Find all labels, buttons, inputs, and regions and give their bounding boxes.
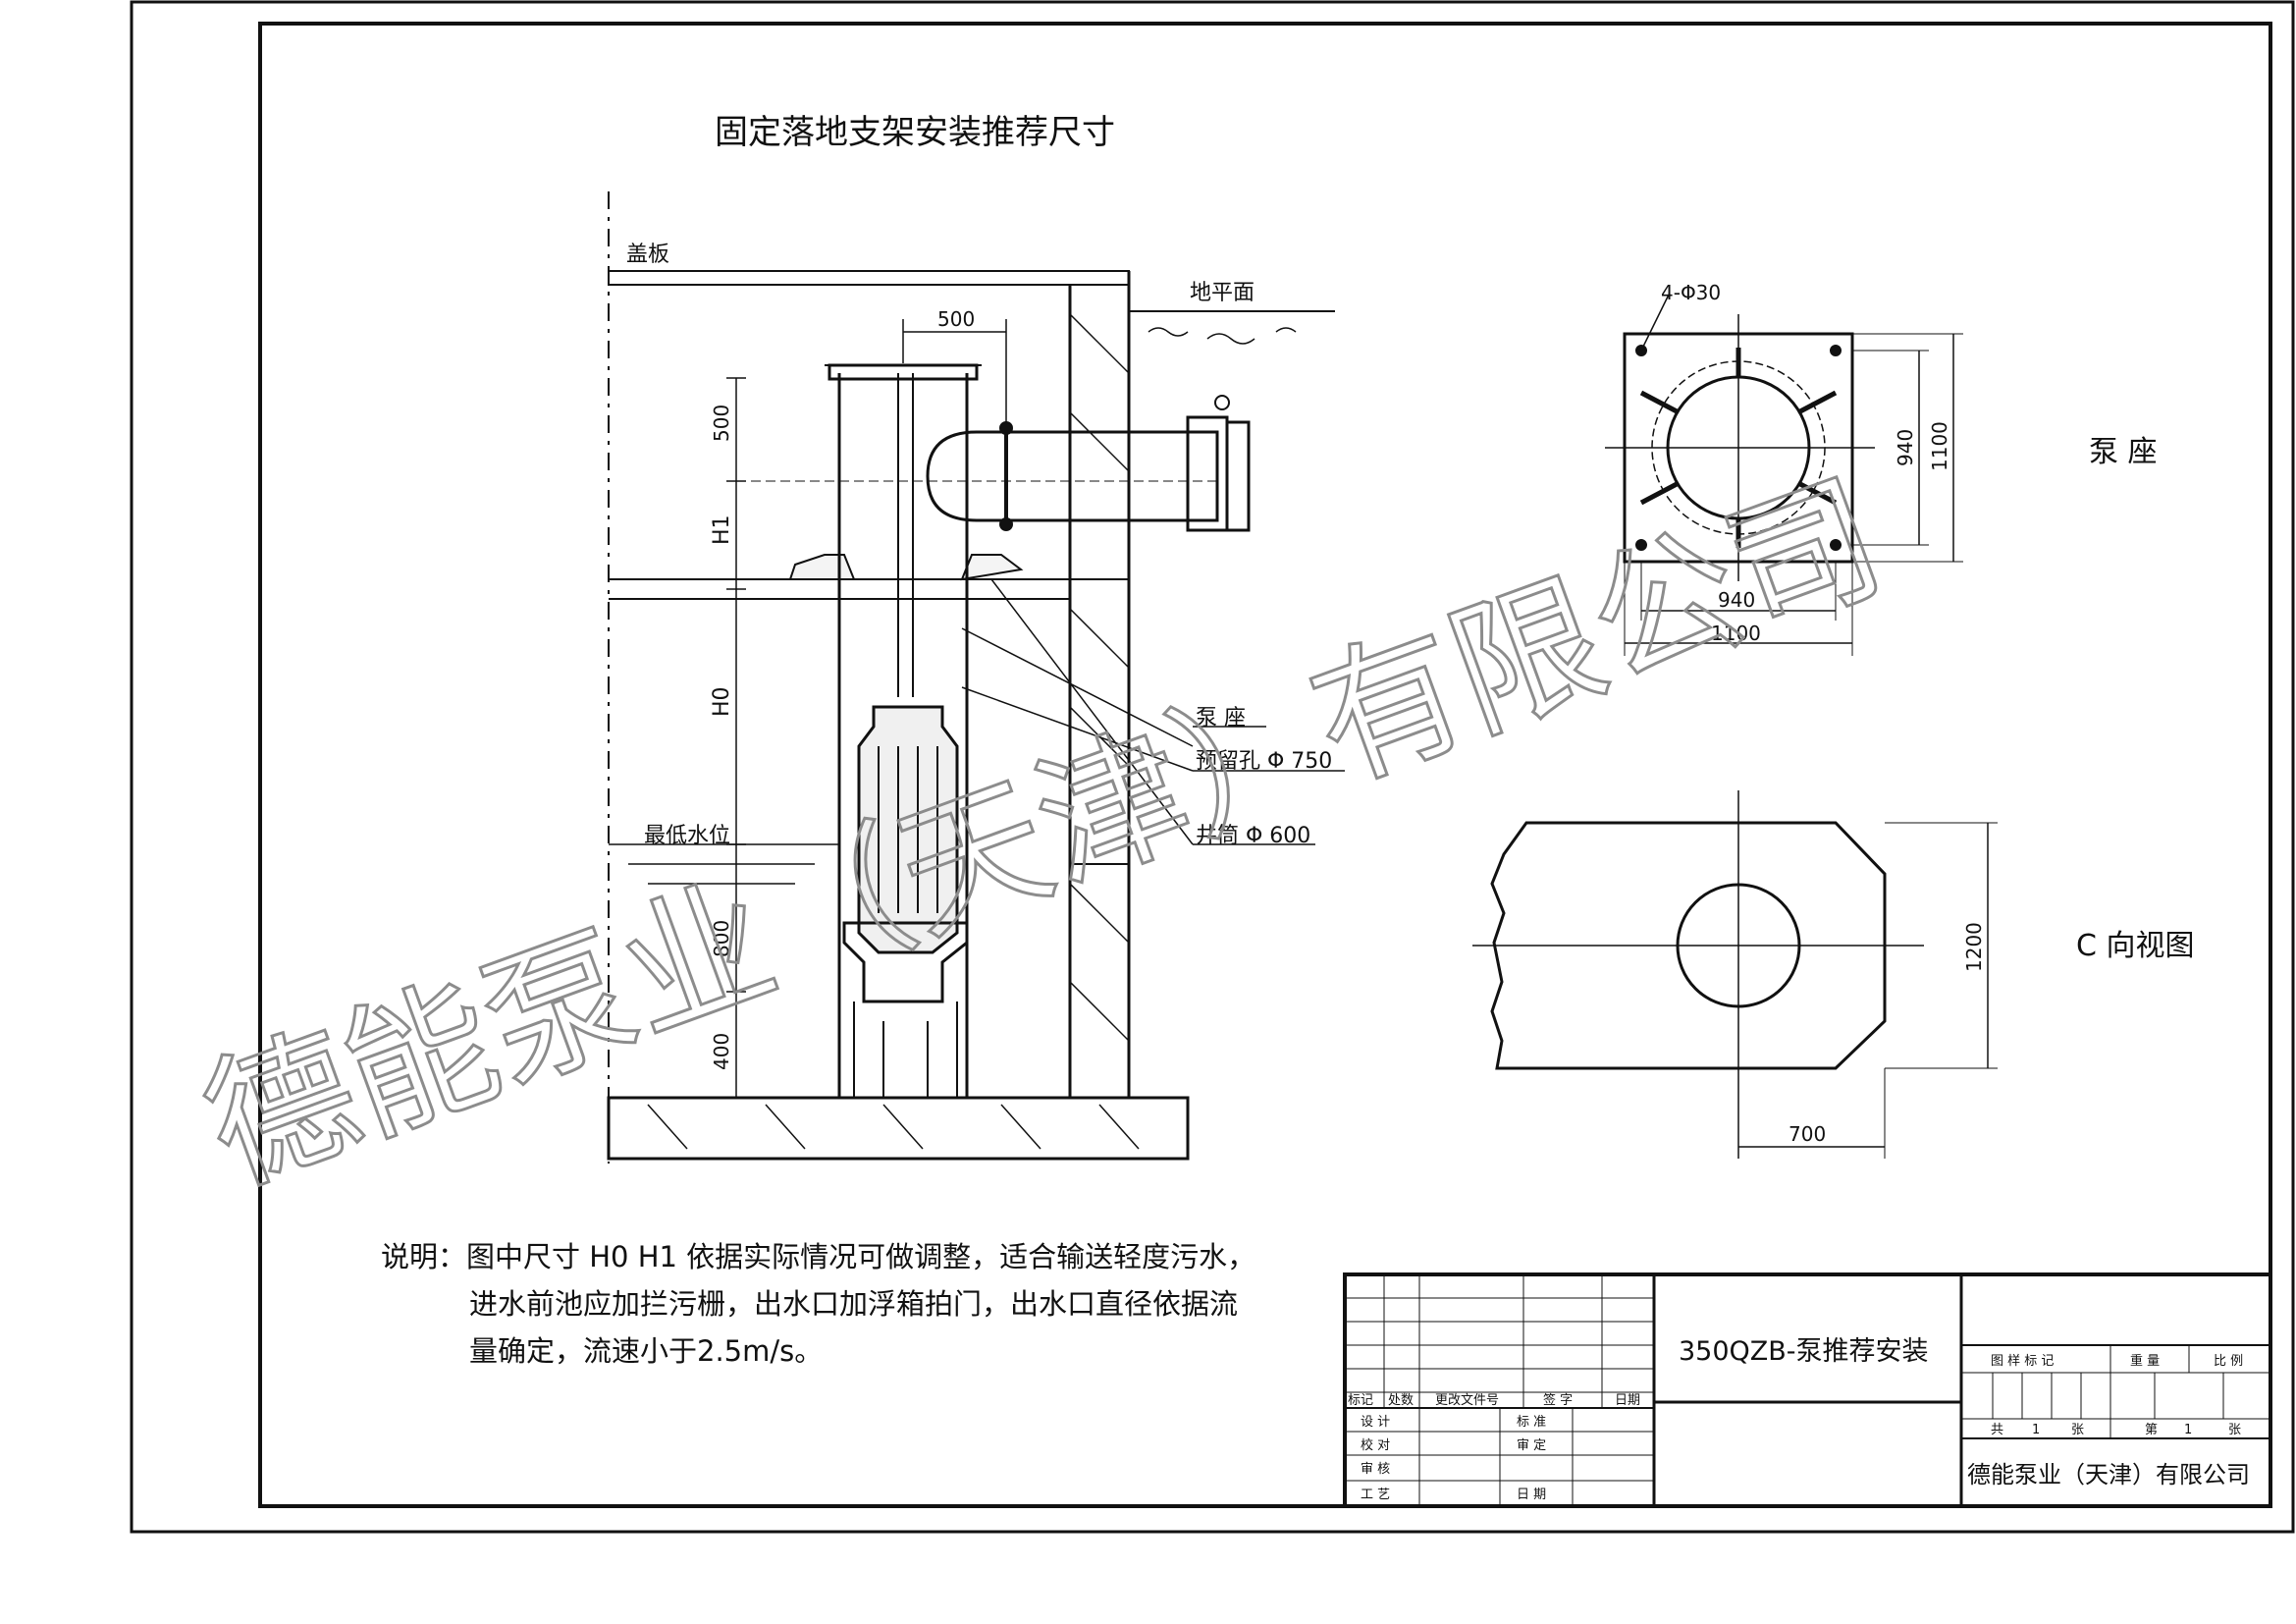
tb-check: 校 对: [1361, 1437, 1390, 1453]
tb-date: 日 期: [1517, 1488, 1546, 1502]
tb-scale: 比 例: [2214, 1354, 2243, 1369]
tb-approve: 审 定: [1517, 1438, 1546, 1453]
drawing-title: 固定落地支架安装推荐尺寸: [715, 113, 1115, 152]
inner-frame: [258, 22, 2272, 1508]
tb-stage-mark: 图 样 标 记: [1991, 1354, 2054, 1369]
tb-company: 德能泵业（天津）有限公司: [1967, 1461, 2250, 1489]
pump-seat-plan: [1605, 294, 1963, 656]
cover-label: 盖板: [626, 243, 669, 267]
dim-h0: H0: [710, 686, 734, 717]
reserved-hole-label: 预留孔 Φ 750: [1196, 749, 1332, 774]
dim-h1: H1: [710, 514, 734, 545]
note-line-2: 进水前池应加拦污栅，出水口加浮箱拍门，出水口直径依据流: [469, 1287, 1238, 1321]
title-block: [1343, 1272, 2272, 1508]
tb-weight: 重 量: [2130, 1353, 2160, 1369]
tb-standard: 标 准: [1517, 1415, 1546, 1430]
c-view-label: C 向视图: [2076, 929, 2194, 963]
tb-header-file: 更改文件号: [1435, 1393, 1499, 1408]
min-water-label: 最低水位: [644, 824, 730, 848]
discharge-pipe: [977, 430, 1219, 522]
tb-header-mark: 标记: [1348, 1393, 1373, 1408]
tb-design: 设 计: [1361, 1415, 1390, 1430]
dim-seat-940-h: 940: [1718, 588, 1755, 612]
dim-400: 400: [710, 1033, 733, 1070]
tb-total-suffix: 张: [2071, 1423, 2084, 1437]
cover-plate: [608, 270, 1130, 286]
section-view: [607, 191, 1345, 1164]
tb-header-count: 处数: [1388, 1393, 1414, 1408]
dim-seat-1100-v: 1100: [1928, 421, 1951, 471]
tb-total-value: 1: [2032, 1423, 2040, 1437]
tb-sheet-suffix: 张: [2228, 1423, 2241, 1437]
note-line-1: 说明：图中尺寸 H0 H1 依据实际情况可做调整，适合输送轻度污水，: [381, 1240, 1255, 1273]
watermark-text: 德能泵业（天津）有限公司: [185, 452, 1903, 1217]
well-tube-label: 井筒 Φ 600: [1196, 824, 1310, 848]
floor-slab: [607, 1096, 1190, 1161]
dim-800: 800: [710, 920, 733, 957]
tb-header-date: 日期: [1615, 1393, 1640, 1408]
tb-drawing-name: 350QZB-泵推荐安装: [1679, 1336, 1929, 1367]
tb-sheet-value: 1: [2184, 1423, 2192, 1437]
pump-body: [857, 705, 959, 954]
tb-header-sign: 签 字: [1543, 1392, 1573, 1408]
dim-500-top: 500: [937, 307, 975, 331]
outer-frame: [130, 0, 2295, 1534]
dim-500-left: 500: [710, 405, 733, 442]
ground-label: 地平面: [1190, 281, 1255, 305]
tb-process: 工 艺: [1361, 1488, 1390, 1502]
dim-holes: 4-Φ30: [1661, 281, 1721, 304]
dim-c-700: 700: [1789, 1122, 1826, 1146]
dim-seat-940-v: 940: [1894, 429, 1917, 466]
note-line-3: 量确定，流速小于2.5m/s。: [469, 1334, 823, 1368]
tb-total-prefix: 共: [1991, 1423, 2003, 1437]
dim-c-1200: 1200: [1962, 922, 1986, 972]
tb-sheet-prefix: 第: [2145, 1423, 2158, 1437]
pump-seat-label: 泵 座: [1196, 706, 1246, 731]
c-view: [1472, 790, 1998, 1159]
pump-seat-view-label: 泵 座: [2089, 435, 2158, 469]
tb-review: 审 核: [1361, 1462, 1390, 1477]
dim-seat-1100-h: 1100: [1711, 622, 1761, 645]
